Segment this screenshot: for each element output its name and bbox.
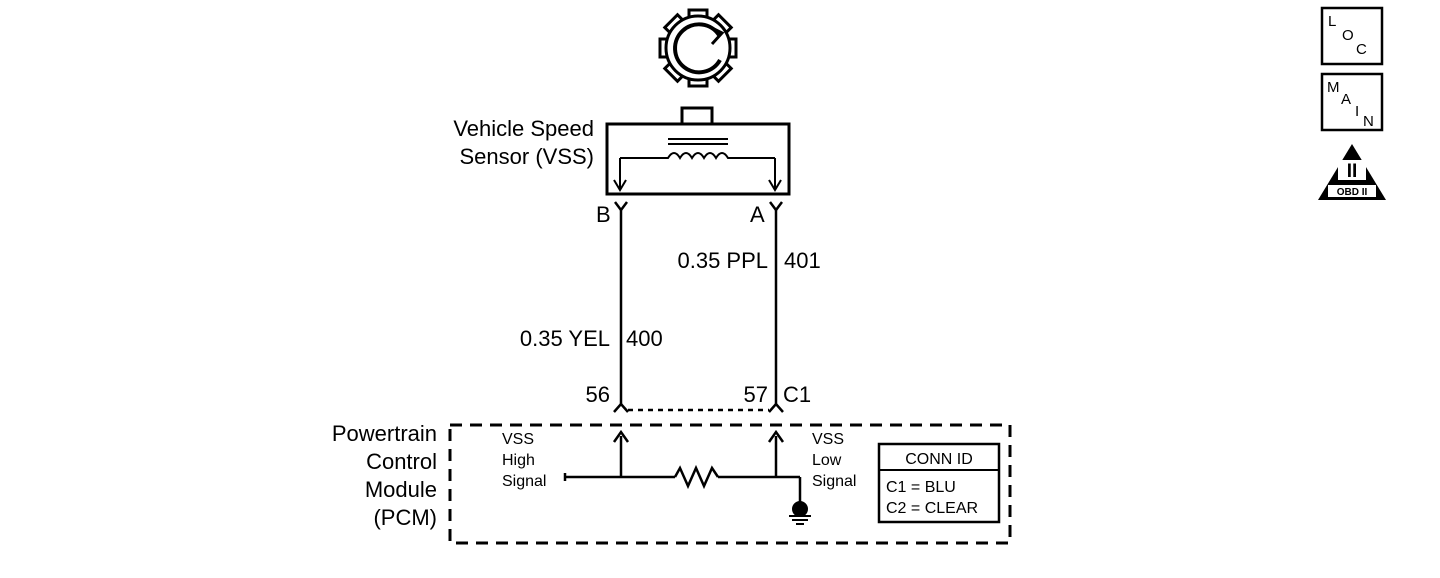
- pcm-box: [448, 423, 1012, 545]
- loc-icon-l3: C: [1356, 41, 1367, 58]
- loc-icon[interactable]: L O C: [1320, 6, 1384, 66]
- pcm-title-line3: Module: [365, 477, 437, 502]
- obd-ii-label: OBD II: [1337, 187, 1368, 198]
- obd-ii-icon[interactable]: II OBD II: [1318, 144, 1386, 200]
- loc-icon-l1: L: [1328, 13, 1336, 30]
- low-signal-line2: Low: [812, 452, 842, 469]
- ground-icon: [789, 501, 811, 525]
- wire-401-circuit: 401: [784, 248, 821, 273]
- high-signal-line2: High: [502, 452, 535, 469]
- pcm-title-line2: Control: [366, 449, 437, 474]
- wire-401-color: 0.35 PPL: [677, 248, 768, 273]
- sensor-coil-icon: [613, 138, 782, 192]
- conn-id-table: CONN ID C1 = BLU C2 = CLEAR: [877, 442, 1001, 524]
- sensor-title-line1: Vehicle Speed: [453, 116, 594, 141]
- conn-id-header: CONN ID: [905, 451, 973, 468]
- sensor-title-line2: Sensor (VSS): [460, 144, 595, 169]
- pcm-connector-pins: [613, 402, 784, 413]
- main-icon-l4: N: [1363, 113, 1374, 130]
- conn-id-row1: C1 = BLU: [886, 479, 956, 496]
- pcm-connector-c1: C1: [783, 382, 811, 407]
- main-icon-l2: A: [1341, 91, 1351, 108]
- loc-icon-l2: O: [1342, 27, 1354, 44]
- wire-400-circuit: 400: [626, 326, 663, 351]
- pcm-pin-57: 57: [744, 382, 768, 407]
- pcm-title-line1: Powertrain: [332, 421, 437, 446]
- main-icon-l1: M: [1327, 79, 1340, 96]
- pcm-pin-56: 56: [586, 382, 610, 407]
- conn-id-row2: C2 = CLEAR: [886, 500, 978, 517]
- low-signal-line3: Signal: [812, 473, 856, 490]
- reluctor-wheel-icon: [658, 8, 738, 88]
- pcm-circuit: [563, 429, 802, 505]
- sensor-pin-a: A: [750, 202, 765, 227]
- high-signal-line3: Signal: [502, 473, 546, 490]
- main-icon[interactable]: M A I N: [1320, 72, 1384, 132]
- obd-ii-numeral: II: [1347, 161, 1358, 182]
- main-icon-l3: I: [1355, 103, 1359, 120]
- pcm-title-line4: (PCM): [373, 505, 437, 530]
- sensor-stem: [680, 106, 714, 126]
- wire-400-color: 0.35 YEL: [520, 326, 610, 351]
- low-signal-line1: VSS: [812, 431, 844, 448]
- sensor-pin-b: B: [596, 202, 611, 227]
- high-signal-line1: VSS: [502, 431, 534, 448]
